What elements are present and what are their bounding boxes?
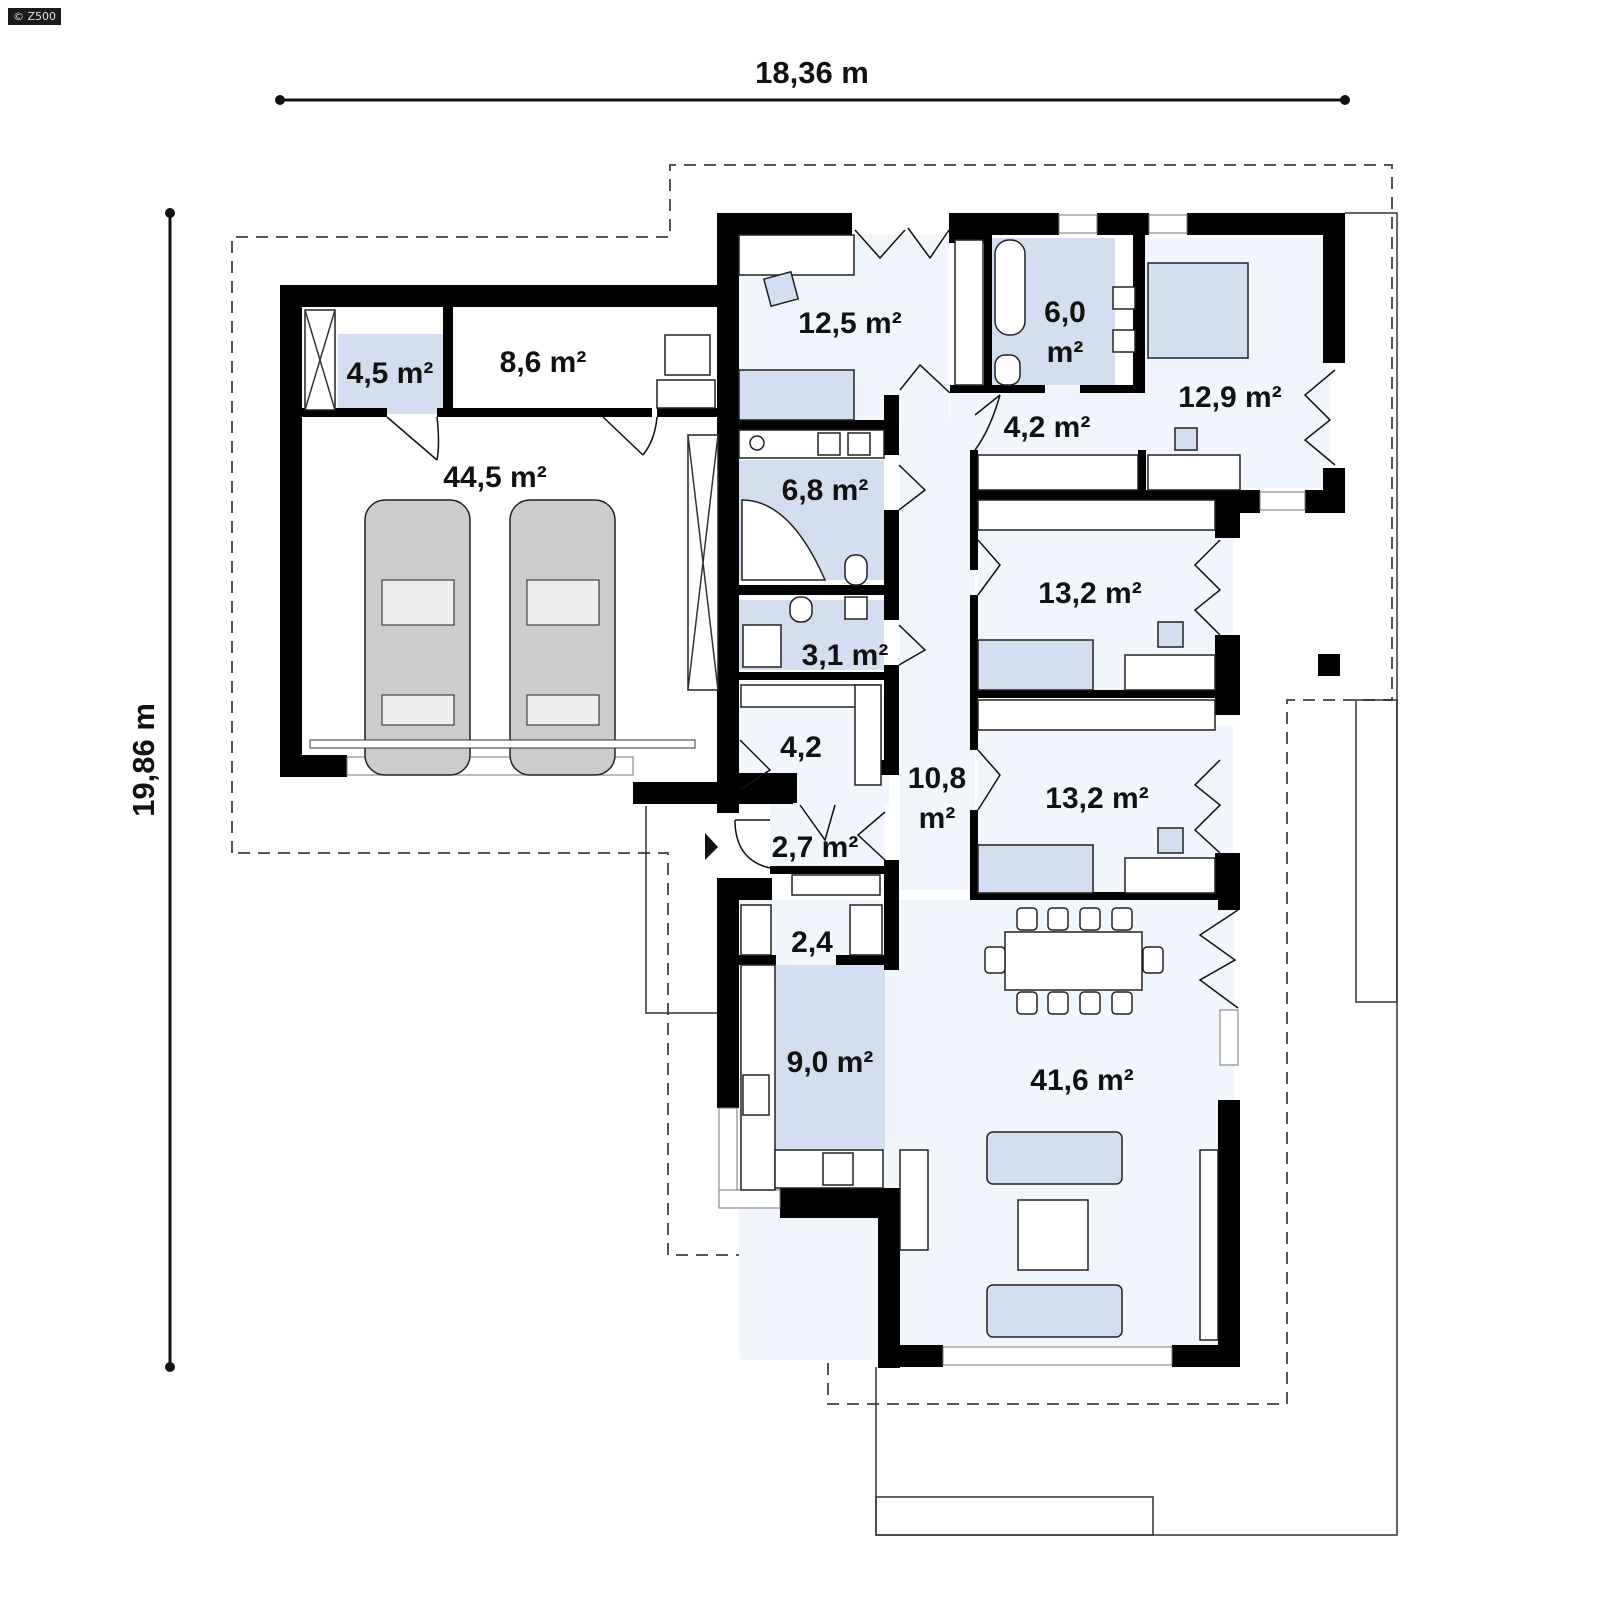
room-label-bedroom-1: 13,2 m² [1038, 577, 1141, 610]
bathtub [994, 239, 1026, 336]
furniture [304, 234, 1249, 1341]
room-label-wc: 3,1 m² [802, 639, 889, 672]
fireplace [899, 1149, 929, 1251]
room-label-master-bedroom: 12,9 m² [1178, 381, 1281, 414]
room-label-garage: 44,5 m² [443, 461, 546, 494]
sink [742, 1074, 770, 1116]
room-label-master-bath-unit: m² [1047, 336, 1084, 369]
entrance-arrow-icon [705, 833, 718, 860]
width-dimension: 18,36 m [275, 55, 1350, 105]
car-icon [364, 499, 471, 776]
room-label-study: 12,5 m² [798, 307, 901, 340]
shower [742, 624, 782, 668]
roof-outline [231, 164, 1393, 1405]
dresser [1147, 454, 1241, 491]
sink [1112, 286, 1136, 310]
height-dimension: 19,86 m [126, 208, 175, 1372]
copyright-watermark: © Z500 [8, 8, 62, 25]
height-dimension-label: 19,86 m [126, 703, 161, 817]
desk [1124, 857, 1216, 894]
room-label-cloakroom: 4,2 [780, 731, 822, 764]
doors [386, 227, 1336, 1009]
sofa [986, 1131, 1123, 1185]
room-label-living-dining: 41,6 m² [1030, 1064, 1133, 1097]
corner-bathtub [741, 499, 827, 581]
tv-stand [1199, 1149, 1219, 1341]
bed [977, 639, 1094, 691]
room-label-bathroom: 6,8 m² [782, 474, 869, 507]
boiler-icon [749, 435, 765, 451]
chair [1157, 827, 1184, 854]
dining-table [1004, 931, 1143, 991]
wardrobe [977, 499, 1216, 531]
sink [1112, 329, 1136, 353]
room-label-utility: 8,6 m² [500, 346, 587, 379]
bed [977, 844, 1094, 894]
car-icon [509, 499, 616, 776]
desk [738, 234, 855, 276]
desk [1124, 654, 1216, 691]
room-label-bedroom-2: 13,2 m² [1045, 782, 1148, 815]
walls [280, 213, 1345, 1368]
room-label-kitchen: 9,0 m² [787, 1046, 874, 1079]
width-dimension-label: 18,36 m [755, 55, 869, 90]
room-labels: 44,5 m² 4,5 m² 8,6 m² 12,5 m² 6,0 m² 12,… [347, 296, 1282, 1097]
stove [822, 1152, 854, 1186]
dining-chairs [984, 907, 1164, 1015]
room-label-hall: 10,8 [908, 762, 966, 795]
room-label-boiler: 4,5 m² [347, 357, 434, 390]
room-label-hall-unit: m² [919, 802, 956, 835]
wardrobe [954, 239, 984, 386]
toilet [994, 354, 1021, 386]
wardrobe [977, 699, 1216, 731]
toilet [789, 596, 813, 623]
toilet [844, 554, 868, 586]
garage-door [309, 739, 696, 749]
bed [738, 369, 855, 421]
coffee-table [1017, 1199, 1089, 1271]
room-label-vestibule: 2,7 m² [772, 831, 859, 864]
room-label-master-bath: 6,0 [1044, 296, 1086, 329]
chair [762, 270, 800, 308]
double-bed [1147, 262, 1249, 359]
terrace-outline [645, 212, 1398, 1536]
wardrobe [977, 454, 1139, 491]
room-label-wardrobe-hall: 4,2 m² [1004, 411, 1091, 444]
column [1318, 654, 1340, 676]
sofa [986, 1284, 1123, 1338]
washing-machine [664, 334, 711, 376]
chair [1157, 621, 1184, 648]
chair [1174, 427, 1198, 451]
room-label-pantry: 2,4 [791, 926, 833, 959]
sink [844, 596, 868, 620]
